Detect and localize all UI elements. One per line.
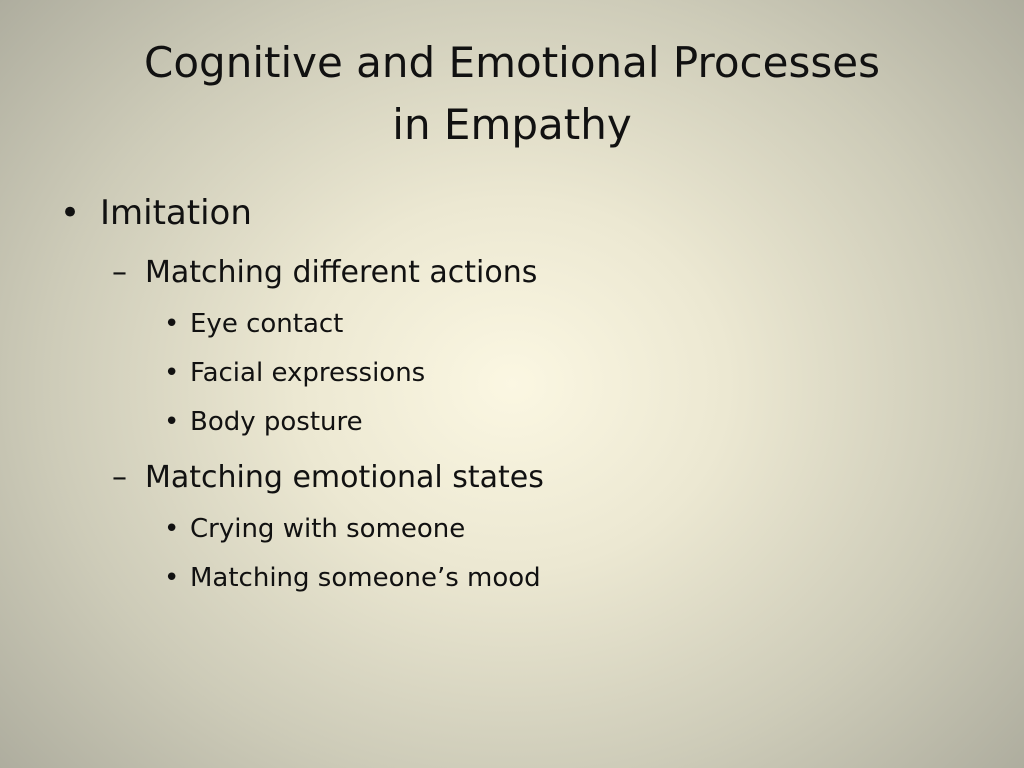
sub-item-text: Matching different actions — [145, 255, 538, 290]
sub-item-matching-emotional-states: – Matching emotional states — [56, 451, 956, 505]
slide-title-line-2: in Empathy — [392, 100, 632, 149]
sub-sub-item-facial-expressions: • Facial expressions — [56, 349, 956, 398]
sub-item-text: Matching emotional states — [145, 460, 544, 495]
bullet-icon: • — [60, 193, 81, 233]
bullet-icon: • — [164, 309, 180, 339]
bullet-icon: • — [164, 358, 180, 388]
sub-sub-item-body-posture: • Body posture — [56, 398, 956, 447]
sub-sub-item-text: Crying with someone — [190, 514, 466, 544]
slide-title-line-1: Cognitive and Emotional Processes — [144, 38, 880, 87]
bullet-text: Imitation — [100, 193, 252, 233]
slide-title: Cognitive and Emotional Processes in Emp… — [60, 32, 964, 156]
dash-icon: – — [112, 255, 127, 290]
sub-sub-item-text: Eye contact — [190, 309, 344, 339]
sub-item-matching-different-actions: – Matching different actions — [56, 246, 956, 300]
sub-sub-item-text: Matching someone’s mood — [190, 563, 541, 593]
bullet-icon: • — [164, 514, 180, 544]
bullet-list: • Imitation – Matching different actions… — [56, 188, 956, 603]
bullet-icon: • — [164, 563, 180, 593]
sub-sub-item-text: Facial expressions — [190, 358, 426, 388]
sub-sub-item-eye-contact: • Eye contact — [56, 300, 956, 349]
sub-sub-item-text: Body posture — [190, 407, 363, 437]
sub-sub-item-matching-someones-mood: • Matching someone’s mood — [56, 554, 956, 603]
bullet-icon: • — [164, 407, 180, 437]
dash-icon: – — [112, 460, 127, 495]
sub-sub-item-crying-with-someone: • Crying with someone — [56, 505, 956, 554]
bullet-item-imitation: • Imitation — [56, 188, 956, 246]
